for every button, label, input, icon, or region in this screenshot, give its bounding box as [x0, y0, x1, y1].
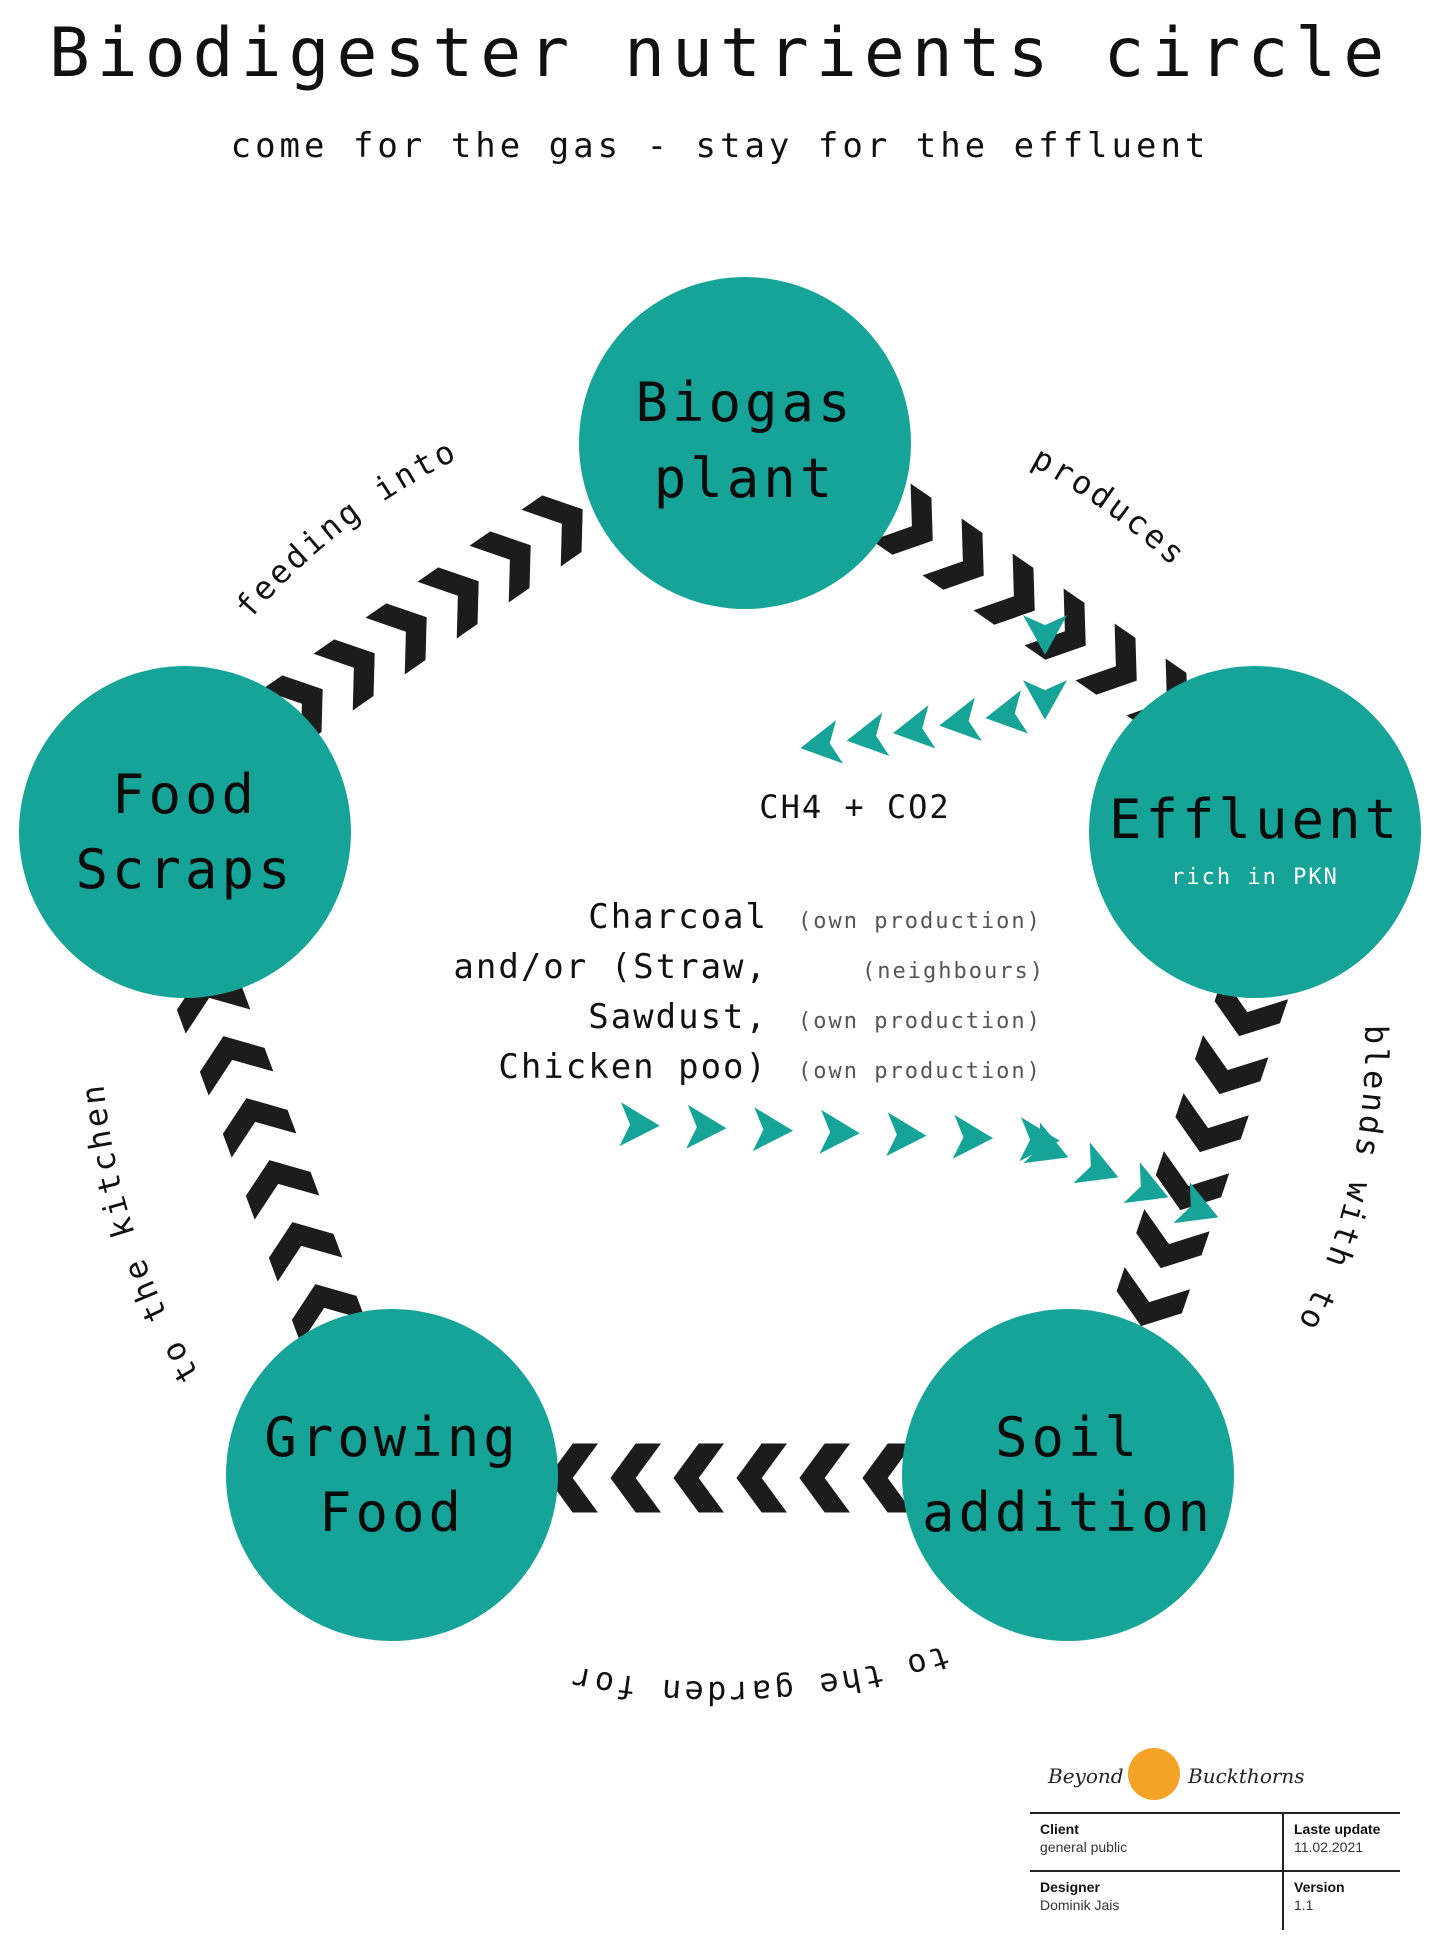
node-scraps-line1: Food: [112, 763, 258, 826]
edge-label-blends: blends with to: [1290, 1025, 1396, 1340]
chevron-arrow-icon: [417, 552, 499, 639]
edge-label-kitchen: to the kitchen: [73, 1080, 207, 1390]
chevron-arrow-icon: [610, 1443, 661, 1513]
chevron-arrow-icon: [673, 1443, 724, 1513]
chevron-arrow-icon: [981, 690, 1029, 740]
chevron-arrow-icon: [796, 720, 844, 770]
chevron-arrow-icon: [1073, 1142, 1127, 1198]
additives-list: Charcoal (own production) and/or (Straw,…: [453, 897, 1045, 1087]
node-food-scraps: Food Scraps: [19, 666, 351, 998]
chevron-arrow-icon: [237, 1148, 320, 1220]
chevron-arrow-icon: [1186, 1035, 1269, 1106]
node-growing-food: Growing Food: [226, 1309, 558, 1641]
client-label: Client: [1040, 1821, 1079, 1837]
page-title: Biodigester nutrients circle: [48, 14, 1392, 93]
update-cell: Laste update 11.02.2021: [1294, 1820, 1380, 1856]
version-cell: Version 1.1: [1294, 1878, 1345, 1914]
update-value: 11.02.2021: [1294, 1839, 1364, 1855]
node-growing-line2: Food: [319, 1481, 465, 1544]
version-label: Version: [1294, 1879, 1345, 1895]
chevron-arrow-icon: [922, 518, 1004, 605]
logo-text-right: Buckthorns: [1188, 1764, 1305, 1788]
node-effluent: Effluent rich in PKN: [1089, 666, 1421, 998]
version-value: 1.1: [1294, 1897, 1314, 1913]
logo-text-left: Beyond: [1048, 1764, 1124, 1788]
chevron-arrow-icon: [1167, 1093, 1249, 1164]
chevron-arrow-icon: [469, 516, 551, 603]
node-biogas-plant: Biogas plant: [579, 277, 911, 609]
chevron-arrow-icon: [819, 1109, 861, 1156]
additive-name: Sawdust,: [588, 997, 768, 1037]
designer-label: Designer: [1040, 1879, 1100, 1895]
node-biogas-line1: Biogas: [635, 371, 854, 434]
chevron-arrow-icon: [1023, 680, 1067, 720]
title-block: Beyond Buckthorns Client general public …: [1030, 1740, 1400, 1930]
chevron-arrow-icon: [952, 1114, 994, 1161]
additive-source: (own production): [798, 1059, 1042, 1084]
client-cell: Client general public: [1040, 1820, 1127, 1856]
edge-label-produces: produces: [1026, 439, 1195, 575]
node-soil-line2: addition: [922, 1481, 1214, 1544]
chevron-arrow-icon: [935, 697, 982, 748]
node-soil-addition: Soil addition: [902, 1309, 1234, 1641]
chevron-arrow-icon: [619, 1102, 661, 1148]
additive-name: Charcoal: [588, 897, 768, 937]
designer-cell: Designer Dominik Jais: [1040, 1878, 1119, 1914]
edge-label-feeding: feeding into: [227, 431, 463, 625]
client-value: general public: [1040, 1839, 1128, 1855]
additive-name: Chicken poo): [498, 1047, 768, 1087]
node-effluent-sub: rich in PKN: [1171, 865, 1339, 890]
node-soil-line1: Soil: [995, 1406, 1141, 1469]
chevron-arrow-icon: [736, 1443, 787, 1513]
designer-value: Dominik Jais: [1040, 1897, 1120, 1913]
chevron-arrow-icon: [889, 705, 936, 755]
node-biogas-line2: plant: [654, 447, 837, 510]
node-effluent-title: Effluent: [1109, 788, 1401, 851]
title-block-row: Designer Dominik Jais Version 1.1: [1030, 1870, 1400, 1928]
chevron-arrow-icon: [1075, 623, 1157, 710]
additive-source: (own production): [798, 909, 1042, 934]
logo-sun-icon: [1128, 1748, 1180, 1800]
additive-source: (own production): [798, 1009, 1042, 1034]
brand-logo: Beyond Buckthorns: [1038, 1744, 1398, 1804]
gas-output-label: CH4 + CO2: [759, 788, 950, 826]
node-scraps-line2: Scraps: [75, 838, 294, 901]
chevron-arrow-icon: [799, 1443, 850, 1513]
chevron-arrow-icon: [191, 1024, 274, 1096]
chevron-arrow-icon: [365, 588, 447, 675]
chevron-arrow-icon: [214, 1086, 297, 1158]
node-growing-line1: Growing: [264, 1406, 520, 1469]
update-label: Laste update: [1294, 1821, 1381, 1837]
additive-name: and/or (Straw,: [453, 947, 768, 987]
chevron-arrow-icon: [260, 1210, 343, 1282]
chevron-arrow-icon: [313, 624, 395, 711]
chevron-arrow-icon: [886, 1112, 928, 1158]
title-block-row: Client general public Laste update 11.02…: [1030, 1812, 1400, 1870]
chevron-arrow-icon: [843, 712, 890, 763]
chevron-arrow-icon: [752, 1107, 794, 1153]
additive-source: (neighbours): [862, 959, 1045, 984]
page-subtitle: come for the gas - stay for the effluent: [230, 126, 1210, 166]
edge-label-garden: to the garden for: [566, 1637, 955, 1712]
chevron-arrow-icon: [686, 1104, 728, 1151]
